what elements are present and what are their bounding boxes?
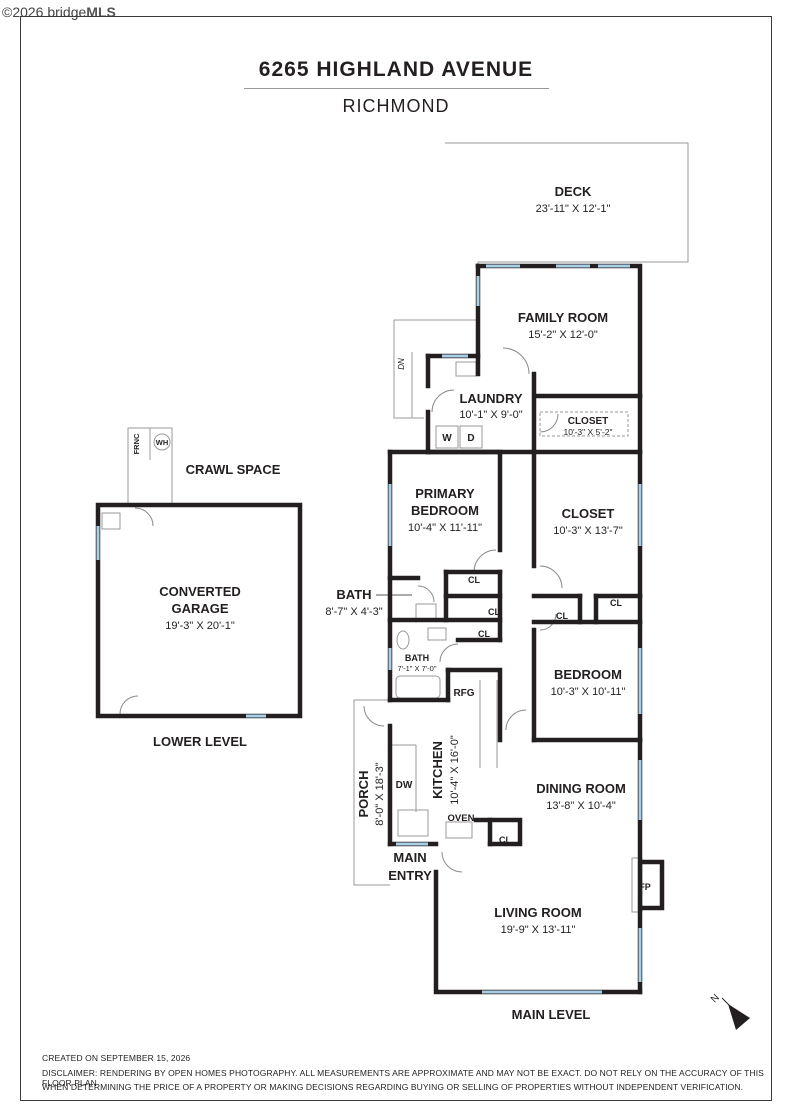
dryer-label: D bbox=[467, 433, 474, 444]
kitchen-dim: 10'-4" X 16'-0" bbox=[449, 735, 461, 805]
closet-shelf bbox=[539, 411, 629, 437]
door-swing bbox=[119, 695, 139, 715]
closet-label-5: CL bbox=[610, 598, 622, 608]
washer-label: W bbox=[442, 433, 452, 444]
door-swing bbox=[441, 851, 463, 873]
bath2-label: BATH bbox=[405, 653, 429, 663]
bedroom-label: BEDROOM bbox=[554, 667, 622, 682]
door-swing bbox=[539, 413, 559, 433]
primary-bedroom-dim: 10'-4" X 11'-11" bbox=[408, 522, 482, 534]
stairs-down-label: DN bbox=[397, 358, 406, 370]
closet-large-dim: 10'-3" X 13'-7" bbox=[553, 525, 623, 537]
disclaimer-line-2: WHEN DETERMINING THE PRICE OF A PROPERTY… bbox=[42, 1082, 744, 1092]
toilet-icon bbox=[396, 630, 410, 650]
page-title: 6265 HIGHLAND AVENUE bbox=[258, 58, 534, 81]
closet-small-label: CLOSET bbox=[568, 416, 609, 427]
garage-label-1: CONVERTED bbox=[159, 584, 241, 599]
garage-wall bbox=[95, 502, 303, 719]
garage-dim: 19'-3" X 20'-1" bbox=[165, 620, 235, 632]
plan-frame bbox=[20, 16, 772, 1101]
fireplace-icon bbox=[639, 859, 665, 911]
door-swing bbox=[502, 347, 530, 375]
fireplace-label: FP bbox=[639, 882, 651, 892]
closet-label-6: CL bbox=[499, 835, 511, 845]
door-swing bbox=[363, 705, 385, 727]
water-heater-label: WH bbox=[156, 438, 169, 447]
door-swings bbox=[119, 347, 563, 873]
deck-outline bbox=[393, 142, 689, 419]
sink-icon-bath2 bbox=[427, 627, 447, 641]
furnace-label: FRNC bbox=[132, 433, 141, 454]
kitchen-closet-wall bbox=[473, 817, 523, 847]
svg-text:N: N bbox=[709, 992, 722, 1005]
door-swing bbox=[539, 613, 557, 631]
dryer-icon bbox=[459, 425, 483, 449]
closet-label-4: CL bbox=[556, 611, 568, 621]
closet-label-2: CL bbox=[488, 607, 500, 617]
sink-icon-bath bbox=[415, 603, 437, 621]
living-room-dim: 19'-9" X 13'-11" bbox=[501, 924, 576, 936]
primary-bedroom-label-1: PRIMARY bbox=[415, 486, 475, 501]
dishwasher-label: DW bbox=[396, 780, 413, 791]
refrigerator-label: RFG bbox=[453, 688, 474, 699]
bath2-dim: 7'-1" X 7'-0" bbox=[397, 664, 436, 673]
main-level-label: MAIN LEVEL bbox=[512, 1007, 591, 1022]
deck-label: DECK bbox=[555, 184, 592, 199]
main-entry-label-2: ENTRY bbox=[388, 868, 432, 883]
primary-bedroom-label-2: BEDROOM bbox=[411, 503, 479, 518]
closet-label-1: CL bbox=[468, 575, 480, 585]
door-swing bbox=[134, 507, 154, 527]
water-heater-icon bbox=[153, 433, 171, 451]
bedroom-dim: 10'-3" X 10'-11" bbox=[551, 686, 626, 698]
family-room-label: FAMILY ROOM bbox=[518, 310, 608, 325]
door-swing bbox=[431, 389, 455, 413]
crawl-space-label: CRAWL SPACE bbox=[186, 462, 281, 477]
sink-icon-laundry bbox=[455, 361, 477, 377]
created-date: CREATED ON SEPTEMBER 15, 2026 bbox=[42, 1053, 191, 1063]
deck-dim: 23'-11" X 12'-1" bbox=[536, 203, 611, 215]
laundry-dim: 10'-1" X 9'-0" bbox=[459, 409, 522, 421]
page-subtitle: RICHMOND bbox=[342, 96, 450, 116]
oven-label: OVEN bbox=[448, 813, 475, 824]
closet-small-dim: 10'-3" X 5'-2" bbox=[564, 427, 613, 437]
dining-room-label: DINING ROOM bbox=[536, 781, 626, 796]
washer-icon bbox=[435, 425, 459, 449]
closet-label-3: CL bbox=[478, 629, 490, 639]
garage-sink-icon bbox=[101, 512, 121, 530]
sink-icon bbox=[397, 809, 429, 837]
rfg-wall bbox=[445, 667, 503, 743]
porch-outline bbox=[353, 699, 390, 886]
door-swing bbox=[505, 709, 527, 731]
door-swing bbox=[473, 549, 497, 573]
north-arrow-icon: N bbox=[709, 992, 750, 1030]
kitchen-label: KITCHEN bbox=[430, 741, 445, 799]
primary-bedroom-wall bbox=[387, 449, 503, 553]
dining-room-dim: 13'-8" X 10'-4" bbox=[546, 800, 616, 812]
door-swing bbox=[539, 565, 563, 589]
stove-icon bbox=[445, 821, 473, 839]
bath1-dim: 8'-7" X 4'-3" bbox=[325, 606, 382, 618]
garage-label-2: GARAGE bbox=[171, 601, 228, 616]
main-entry-label-1: MAIN bbox=[393, 850, 426, 865]
door-swing bbox=[439, 643, 459, 663]
living-room-label: LIVING ROOM bbox=[494, 905, 581, 920]
bathtub-icon bbox=[395, 675, 441, 699]
title-divider bbox=[244, 88, 549, 89]
porch-label: PORCH bbox=[356, 771, 371, 818]
windows bbox=[96, 264, 642, 994]
disclaimer-line-1: DISCLAIMER: RENDERING BY OPEN HOMES PHOT… bbox=[42, 1068, 764, 1088]
porch-dim: 8'-0" X 18'-3" bbox=[374, 762, 386, 825]
door-swing bbox=[417, 585, 435, 603]
lower-level-label: LOWER LEVEL bbox=[153, 734, 247, 749]
laundry-label: LAUNDRY bbox=[459, 391, 522, 406]
family-room-dim: 15'-2" X 12'-0" bbox=[528, 329, 598, 341]
closet-large-label: CLOSET bbox=[562, 506, 615, 521]
bath1-label: BATH bbox=[336, 587, 371, 602]
